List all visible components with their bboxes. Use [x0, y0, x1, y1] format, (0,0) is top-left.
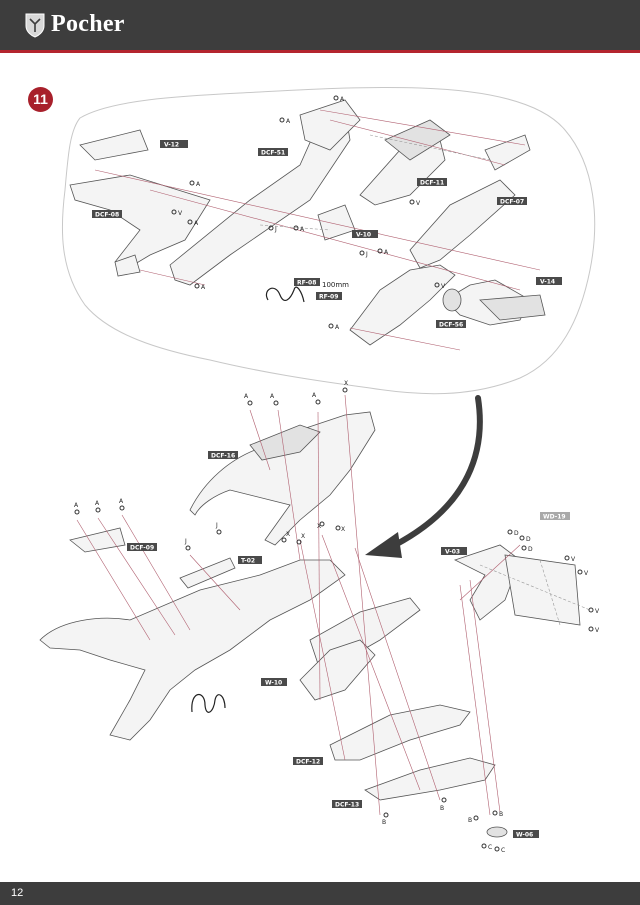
part-label-DCF-08: DCF-08: [92, 210, 122, 219]
hardware-letter: A: [335, 324, 340, 331]
part-label-text: RF-08: [297, 280, 316, 287]
hardware-letter: B: [440, 805, 444, 812]
part-label-text: W-10: [265, 680, 282, 687]
hardware-letter: A: [286, 118, 291, 125]
hardware-letter: X: [301, 533, 305, 540]
hardware-letter: C: [501, 847, 505, 854]
hardware-letter: V: [441, 283, 446, 290]
part-label-DCF-12: DCF-12: [293, 757, 323, 766]
hardware-letter: B: [382, 819, 386, 826]
part-label-DCF-16: DCF-16: [208, 451, 238, 460]
part-label-DCF-11: DCF-11: [417, 178, 447, 187]
part-label-RF-09: RF-09: [316, 292, 342, 301]
hardware-letter: A: [119, 498, 124, 505]
part-label-DCF-07: DCF-07: [497, 197, 527, 206]
hardware-letter: A: [95, 500, 100, 507]
hardware-letter: V: [571, 556, 576, 563]
part-label-W-10: W-10: [261, 678, 287, 687]
part-label-text: W-06: [516, 832, 533, 839]
crest-icon: [25, 13, 45, 38]
page-header: Pocher: [0, 0, 640, 50]
header-accent-line: [0, 50, 640, 53]
hardware-letter: V: [584, 570, 589, 577]
part-label-text: RF-09: [319, 294, 338, 301]
part-label-DCF-13: DCF-13: [332, 800, 362, 809]
part-label-RF-08: RF-08: [294, 278, 320, 287]
assembly-diagram: A A A V A J A A V J A V A 100mm V-12 DCF…: [39, 86, 600, 854]
part-label-text: V-03: [445, 549, 460, 556]
part-label-text: DCF-56: [439, 322, 463, 329]
part-label-text: DCF-07: [500, 199, 524, 206]
hardware-letter: B: [499, 811, 503, 818]
hardware-letter: B: [468, 817, 472, 824]
dimension-text: 100mm: [322, 281, 349, 289]
hardware-letter: A: [201, 284, 206, 291]
part-label-text: DCF-12: [296, 759, 320, 766]
hardware-letter: A: [340, 96, 345, 103]
hardware-letter: J: [184, 538, 187, 545]
hardware-letter: A: [270, 393, 275, 400]
part-label-text: T-02: [241, 558, 255, 565]
hardware-letter: J: [215, 522, 218, 529]
hardware-letter: X: [317, 523, 321, 530]
hardware-letter: C: [488, 844, 492, 851]
part-label-DCF-56: DCF-56: [436, 320, 466, 329]
hardware-letter: D: [514, 530, 519, 537]
hardware-letter: A: [194, 220, 199, 227]
hardware-letter: A: [196, 181, 201, 188]
page-number: 12: [11, 887, 24, 899]
detail-cloud-outline: [61, 86, 596, 395]
hardware-letter: J: [365, 251, 368, 258]
hardware-letter: V: [416, 200, 421, 207]
hardware-letter: A: [244, 393, 249, 400]
hardware-letter: V: [178, 210, 183, 217]
lower-exploded-view: A A A X A A A J J X X X X D D D V V V V …: [39, 380, 600, 854]
part-label-V-12: V-12: [160, 140, 188, 149]
hardware-letter: A: [300, 226, 305, 233]
hardware-letter: V: [595, 627, 600, 634]
part-label-T-02: T-02: [238, 556, 262, 565]
part-label-W-06: W-06: [513, 830, 539, 839]
part-label-text: V-12: [164, 142, 179, 149]
hardware-letter: D: [528, 546, 533, 553]
part-label-text: V-10: [356, 232, 371, 239]
part-label-text: V-14: [540, 279, 555, 286]
page-footer: 12: [0, 882, 640, 905]
hardware-letter: J: [274, 226, 277, 233]
part-label-text: DCF-13: [335, 802, 359, 809]
part-label-text: DCF-09: [130, 545, 154, 552]
hardware-letter: A: [74, 502, 79, 509]
direction-arrow: [392, 395, 483, 548]
part-label-text: WD-19: [543, 514, 566, 521]
hardware-letter: A: [384, 249, 389, 256]
hardware-letter: X: [286, 531, 290, 538]
part-label-text: DCF-16: [211, 453, 235, 460]
part-label-DCF-09: DCF-09: [127, 543, 157, 552]
hardware-letter: X: [341, 526, 345, 533]
part-label-text: DCF-51: [261, 150, 285, 157]
hardware-letter: V: [595, 608, 600, 615]
pocher-logo: Pocher: [24, 11, 125, 38]
part-label-WD-19: WD-19: [540, 512, 570, 521]
brand-name: Pocher: [51, 11, 125, 37]
part-label-V-14: V-14: [536, 277, 562, 286]
hardware-letter: X: [344, 380, 348, 387]
step-number-badge: 11: [28, 87, 53, 112]
upper-exploded-view: A A A V A J A A V J A V A 100mm: [69, 95, 546, 351]
part-label-V-03: V-03: [441, 547, 467, 556]
hardware-letter: A: [312, 392, 317, 399]
part-label-text: DCF-08: [95, 212, 119, 219]
part-label-V-10: V-10: [352, 230, 378, 239]
part-label-DCF-51: DCF-51: [258, 148, 288, 157]
part-label-text: DCF-11: [420, 180, 444, 187]
hardware-letter: D: [526, 536, 531, 543]
